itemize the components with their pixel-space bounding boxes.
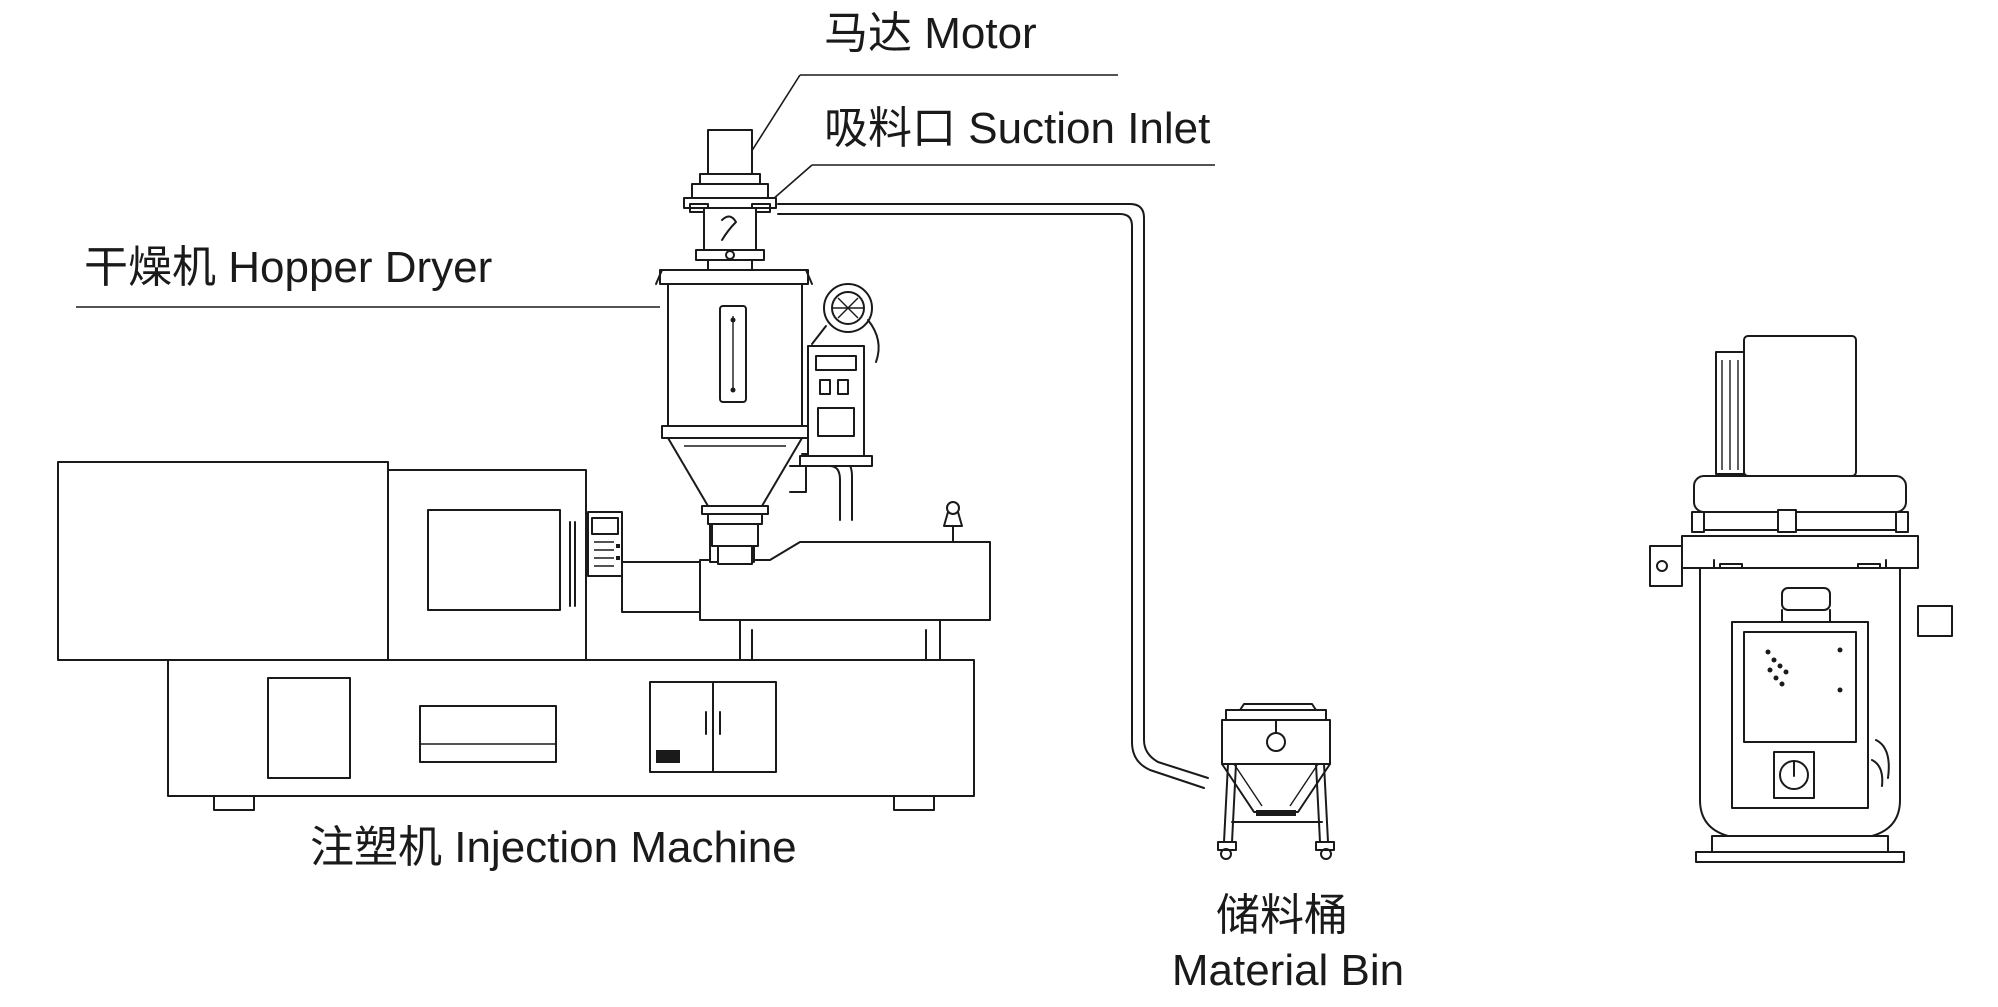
- hopper-dryer: [655, 269, 853, 565]
- loader-detail-view: [1649, 335, 1953, 863]
- conveying-hose: [777, 203, 1209, 789]
- label-hopper-dryer: 干燥机 Hopper Dryer: [84, 243, 492, 292]
- label-material-bin-cn: 储料桶: [1216, 891, 1348, 940]
- material-bin: [1217, 703, 1335, 860]
- label-suction-inlet: 吸料口 Suction Inlet: [824, 104, 1210, 153]
- injection-machine: [57, 461, 991, 811]
- leader-suction-inlet-diag: [771, 164, 813, 201]
- dryer-control-box: [799, 345, 873, 467]
- label-material-bin-en: Material Bin: [1172, 946, 1404, 995]
- hopper-loader: [683, 129, 777, 271]
- dryer-blower: [811, 283, 880, 363]
- leader-motor-diag: [745, 74, 801, 161]
- label-motor: 马达 Motor: [824, 9, 1037, 58]
- label-injection-machine: 注塑机 Injection Machine: [310, 823, 797, 872]
